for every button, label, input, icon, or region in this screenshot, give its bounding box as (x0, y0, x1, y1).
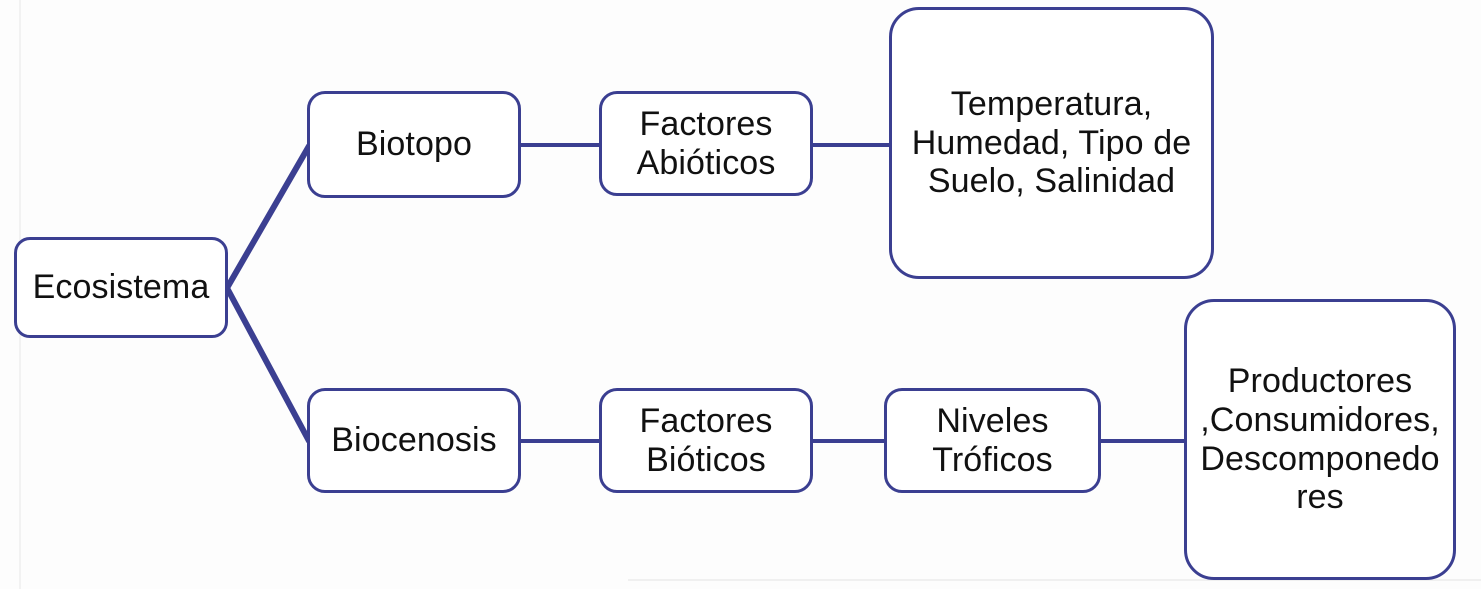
edge-ecosistema-biocenosis (224, 285, 312, 444)
edge-ecosistema-biotopo (224, 143, 312, 291)
node-ecosistema[interactable]: Ecosistema (14, 237, 228, 338)
node-biotopo[interactable]: Biotopo (307, 91, 521, 198)
node-factores-abioticos-examples[interactable]: Temperatura, Humedad, Tipo de Suelo, Sal… (889, 7, 1214, 279)
node-factores-abioticos-label: Factores Abióticos (636, 104, 776, 182)
node-niveles-troficos-examples[interactable]: Productores ,Consumidores, Descomponedo … (1184, 299, 1456, 580)
node-biocenosis[interactable]: Biocenosis (307, 388, 521, 493)
node-factores-abioticos-examples-label: Temperatura, Humedad, Tipo de Suelo, Sal… (911, 84, 1192, 201)
node-biocenosis-label: Biocenosis (331, 421, 497, 460)
node-niveles-troficos[interactable]: Niveles Tróficos (884, 388, 1101, 493)
node-factores-bioticos-label: Factores Bióticos (639, 401, 773, 479)
node-niveles-troficos-label: Niveles Tróficos (932, 401, 1053, 479)
node-biotopo-label: Biotopo (355, 125, 472, 164)
node-niveles-troficos-examples-label: Productores ,Consumidores, Descomponedo … (1200, 362, 1440, 517)
node-factores-bioticos[interactable]: Factores Bióticos (599, 388, 813, 493)
bottom-guide-line (628, 579, 1481, 581)
node-ecosistema-label: Ecosistema (32, 268, 210, 307)
node-factores-abioticos[interactable]: Factores Abióticos (599, 91, 813, 196)
